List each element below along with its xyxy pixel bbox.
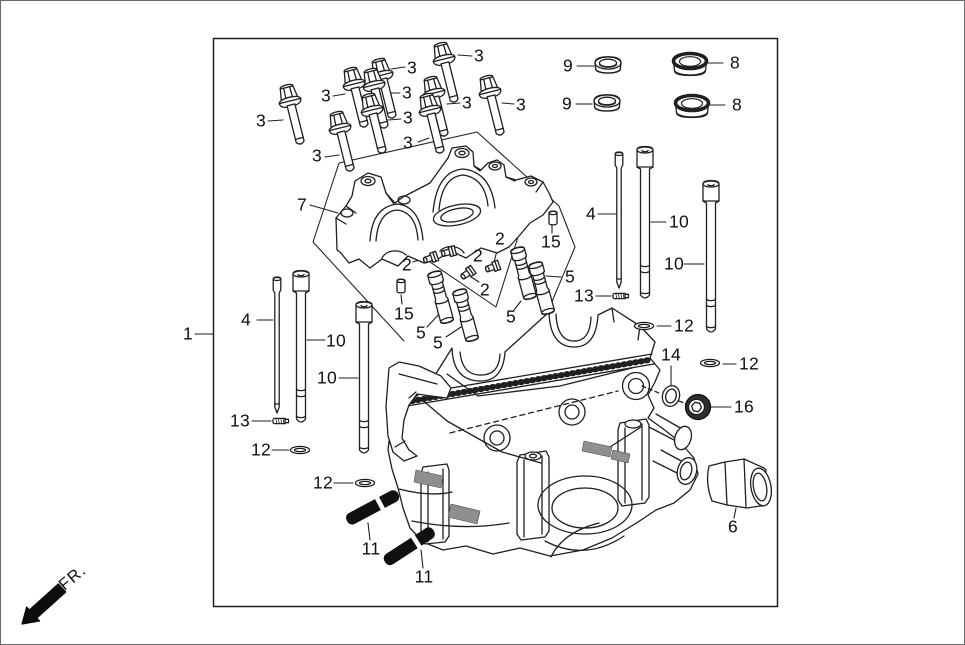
- callout-3: 3: [401, 82, 413, 103]
- part-4-stud: [272, 276, 282, 414]
- callout-6: 6: [727, 516, 739, 537]
- part-12-oring: [699, 358, 721, 368]
- callout-3: 3: [320, 85, 332, 106]
- group-boundary-lines: [312, 131, 576, 342]
- bolt-icon: [274, 81, 313, 148]
- callout-3: 3: [402, 132, 414, 153]
- callout-12: 12: [312, 472, 334, 493]
- callout-5: 5: [415, 322, 427, 343]
- callout-10: 10: [663, 253, 685, 274]
- part-13-pin: [612, 292, 630, 300]
- part-10-stud: [702, 179, 720, 333]
- part-9-seat-ring: [593, 94, 621, 112]
- callout-3: 3: [402, 107, 414, 128]
- part-4-stud: [614, 151, 624, 289]
- part-8-seal-ring: [673, 93, 711, 120]
- callout-9: 9: [562, 55, 574, 76]
- bolt-icon: [324, 108, 363, 175]
- callout-5: 5: [564, 266, 576, 287]
- callout-9: 9: [561, 93, 573, 114]
- part-11-stud: [380, 524, 438, 569]
- callout-12: 12: [673, 315, 695, 336]
- callout-12: 12: [250, 439, 272, 460]
- callout-8: 8: [729, 52, 741, 73]
- callout-3: 3: [255, 110, 267, 131]
- callout-4: 4: [240, 309, 252, 330]
- part-15-dowel-pin: [396, 278, 406, 294]
- callout-16: 16: [733, 396, 755, 417]
- front-arrow-icon: [21, 583, 67, 625]
- part-12-oring: [633, 321, 655, 331]
- group-leader-lines: [194, 54, 737, 569]
- callout-10: 10: [316, 367, 338, 388]
- callout-13: 13: [573, 285, 595, 306]
- callout-7: 7: [296, 194, 308, 215]
- part-6-cap: [706, 458, 773, 509]
- callout-2: 2: [479, 279, 491, 300]
- part-15-dowel-pin: [548, 210, 558, 226]
- part-14-washer: [661, 384, 681, 408]
- part-9-seat-ring: [594, 56, 622, 74]
- callout-15: 15: [540, 231, 562, 252]
- part-cylinder-head-body: [385, 307, 699, 558]
- part-16-plug: [684, 393, 712, 421]
- callout-4: 4: [585, 203, 597, 224]
- callout-13: 13: [229, 410, 251, 431]
- callout-1: 1: [182, 323, 194, 344]
- part-8-seal-ring: [671, 51, 709, 78]
- callout-10: 10: [668, 211, 690, 232]
- part-13-pin: [272, 417, 290, 425]
- part-5-valve-guide: [451, 287, 481, 344]
- callout-3: 3: [461, 92, 473, 113]
- callout-3: 3: [515, 94, 527, 115]
- callout-5: 5: [432, 332, 444, 353]
- part-7-cam-holder: [335, 145, 554, 269]
- callout-2: 2: [401, 254, 413, 275]
- callout-3: 3: [406, 57, 418, 78]
- part-2-cotter: [483, 259, 502, 275]
- callout-5: 5: [505, 306, 517, 327]
- callout-14: 14: [660, 344, 682, 365]
- callout-15: 15: [393, 303, 415, 324]
- callout-3: 3: [311, 145, 323, 166]
- callout-2: 2: [472, 245, 484, 266]
- callout-11: 11: [361, 538, 381, 559]
- part-10-stud: [355, 300, 373, 454]
- callout-11: 11: [414, 566, 434, 587]
- part-12-oring: [289, 445, 311, 455]
- callout-8: 8: [731, 94, 743, 115]
- part-5-valve-guide: [426, 269, 456, 326]
- part-12-oring: [354, 478, 376, 488]
- part-11-stud: [343, 487, 402, 528]
- callout-12: 12: [738, 353, 760, 374]
- callout-2: 2: [494, 228, 506, 249]
- bolt-icon: [474, 72, 513, 139]
- shaded-stud-wedges: [413, 440, 631, 525]
- callout-10: 10: [325, 330, 347, 351]
- part-10-stud: [292, 269, 310, 423]
- diagram-frame: [212, 37, 779, 608]
- callout-3: 3: [473, 45, 485, 66]
